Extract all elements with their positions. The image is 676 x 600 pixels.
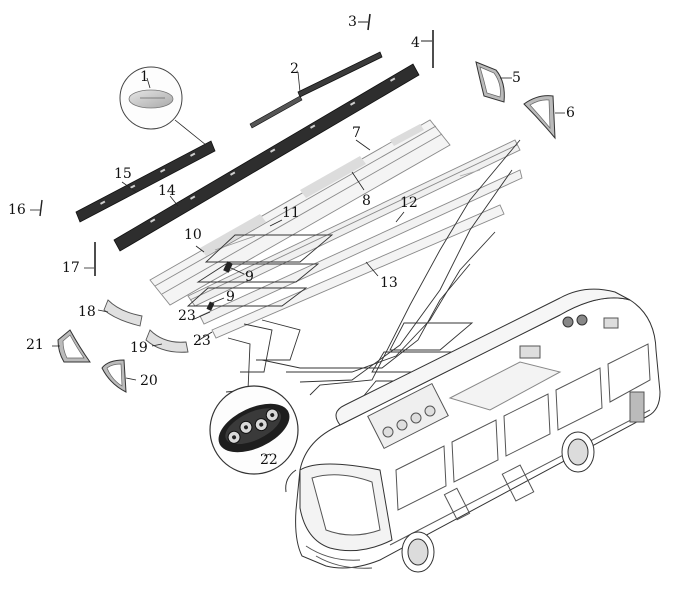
- part-9-clip-upper: [223, 261, 245, 275]
- callout-6: 6: [566, 105, 575, 121]
- part-5-corner: [475, 61, 512, 103]
- callout-21: 21: [26, 337, 44, 353]
- callout-12: 12: [400, 195, 418, 211]
- callout-18: 18: [78, 304, 96, 320]
- part-19-trim: [145, 329, 189, 353]
- callout-13: 13: [380, 275, 398, 291]
- part-6-corner: [523, 95, 565, 140]
- part-22-detail: [209, 385, 299, 475]
- callout-8: 8: [362, 193, 371, 209]
- callout-15: 15: [114, 166, 132, 182]
- part-17-pin: [84, 242, 96, 276]
- callout-23-lower: 23: [193, 333, 211, 349]
- callout-3: 3: [348, 14, 357, 30]
- bus-illustration: [285, 288, 661, 573]
- part-18-trim: [97, 299, 143, 327]
- callout-19: 19: [130, 340, 148, 356]
- callout-20: 20: [140, 373, 158, 389]
- callout-22: 22: [260, 452, 278, 468]
- callout-2: 2: [290, 61, 299, 77]
- callout-9-lower: 9: [226, 289, 235, 305]
- callout-5: 5: [512, 70, 521, 86]
- part-1-detail: [119, 66, 207, 146]
- part-15-strip: [75, 140, 216, 223]
- callout-1: 1: [140, 69, 149, 85]
- callout-17: 17: [62, 260, 80, 276]
- callout-14: 14: [158, 183, 176, 199]
- leader-lines: [52, 139, 405, 347]
- part-4-pin: [421, 30, 434, 68]
- part-9-clip-lower: [206, 297, 225, 311]
- part-2-strip: [249, 51, 383, 129]
- callout-23-upper: 23: [178, 308, 196, 324]
- callout-4: 4: [411, 35, 420, 51]
- callout-10: 10: [184, 227, 202, 243]
- ceiling-panel-assembly: [149, 119, 523, 339]
- callout-16: 16: [8, 202, 26, 218]
- part-3-pin: [358, 13, 371, 31]
- part-20-corner: [101, 359, 137, 393]
- part-14-strip: [113, 63, 420, 252]
- callout-7: 7: [352, 125, 361, 141]
- callout-11: 11: [282, 205, 300, 221]
- part-21-corner: [57, 329, 91, 363]
- part-16-pin: [30, 199, 43, 217]
- callout-9-upper: 9: [245, 269, 254, 285]
